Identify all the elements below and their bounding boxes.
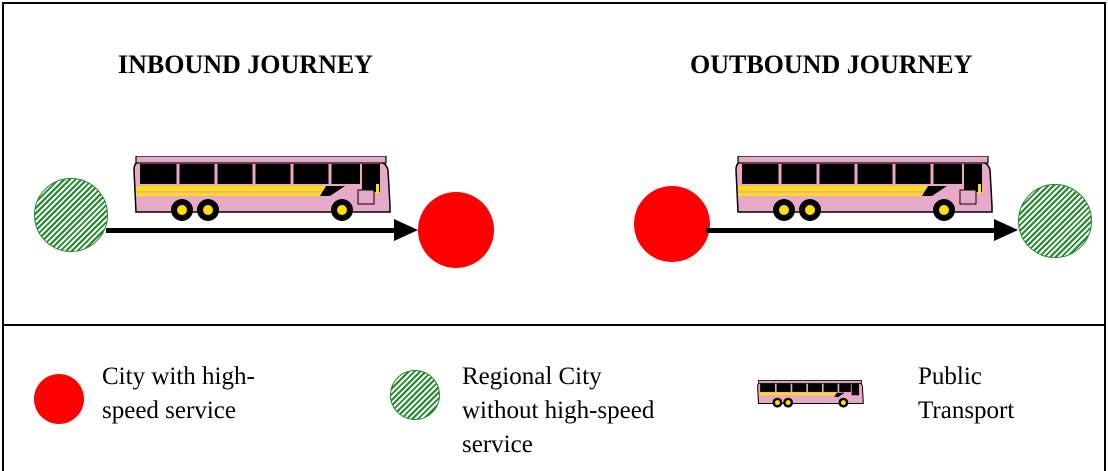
legend-regional-line2: without high-speed — [462, 397, 655, 424]
legend-regional-label: Regional City without high-speed service — [462, 360, 654, 462]
inbound-arrow-icon — [106, 219, 418, 241]
legend-transport-label: Public Transport — [918, 360, 1014, 428]
legend-regional-line3: service — [462, 431, 533, 458]
legend-city-label: City with high- speed service — [102, 360, 255, 428]
legend-city-line2: speed service — [102, 397, 236, 424]
journey-panel — [2, 2, 1106, 324]
inbound-heading: INBOUND JOURNEY — [118, 50, 373, 79]
regional-city-icon — [1018, 184, 1092, 258]
legend-transport-line2: Transport — [918, 397, 1015, 424]
legend-transport-line1: Public — [918, 363, 982, 390]
bus-icon — [133, 156, 391, 221]
regional-city-icon — [34, 178, 108, 252]
legend-panel — [2, 324, 1106, 471]
legend-bus-icon — [757, 379, 864, 408]
city-icon — [418, 192, 494, 268]
legend-regional-city-icon — [390, 370, 440, 420]
city-icon — [634, 186, 710, 262]
legend-regional-line1: Regional City — [462, 363, 602, 390]
legend-city-line1: City with high- — [102, 363, 255, 390]
legend-city-icon — [34, 374, 84, 424]
outbound-arrow-icon — [706, 219, 1018, 241]
bus-icon — [735, 156, 993, 221]
outbound-heading: OUTBOUND JOURNEY — [690, 50, 973, 79]
